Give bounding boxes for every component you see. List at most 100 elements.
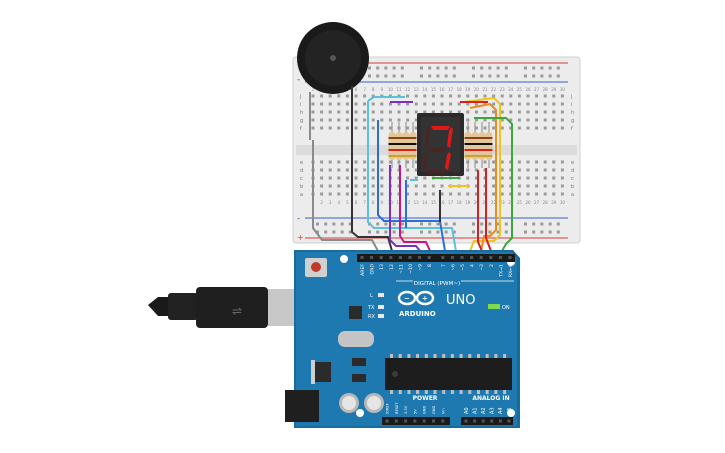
breadboard-hole[interactable] (500, 168, 504, 172)
breadboard-hole[interactable] (509, 168, 513, 172)
breadboard-hole[interactable] (354, 126, 358, 130)
rail-hole[interactable] (504, 74, 508, 78)
breadboard-hole[interactable] (414, 168, 418, 172)
breadboard-hole[interactable] (414, 192, 418, 196)
breadboard-hole[interactable] (492, 176, 496, 180)
breadboard-hole[interactable] (354, 118, 358, 122)
breadboard-hole[interactable] (509, 160, 513, 164)
breadboard-hole[interactable] (474, 110, 478, 114)
breadboard-hole[interactable] (431, 192, 435, 196)
breadboard-hole[interactable] (552, 102, 556, 106)
resistor[interactable] (471, 122, 479, 168)
breadboard-hole[interactable] (440, 184, 444, 188)
breadboard-hole[interactable] (328, 192, 332, 196)
rail-hole[interactable] (480, 222, 484, 226)
breadboard-hole[interactable] (371, 168, 375, 172)
rail-hole[interactable] (392, 74, 396, 78)
rail-hole[interactable] (548, 222, 552, 226)
breadboard-hole[interactable] (509, 126, 513, 130)
breadboard-hole[interactable] (380, 160, 384, 164)
breadboard-hole[interactable] (535, 168, 539, 172)
breadboard-hole[interactable] (500, 118, 504, 122)
breadboard-hole[interactable] (526, 160, 530, 164)
breadboard-hole[interactable] (363, 176, 367, 180)
header-pin[interactable] (418, 256, 422, 259)
breadboard-hole[interactable] (474, 102, 478, 106)
breadboard-hole[interactable] (500, 176, 504, 180)
wire-red-a[interactable] (485, 168, 492, 252)
breadboard-hole[interactable] (328, 94, 332, 98)
breadboard-hole[interactable] (535, 94, 539, 98)
header-pin[interactable] (441, 256, 445, 259)
rail-hole[interactable] (384, 230, 388, 234)
wire-red-b[interactable] (477, 170, 483, 252)
header-pin[interactable] (470, 256, 474, 259)
breadboard-hole[interactable] (337, 160, 341, 164)
breadboard-hole[interactable] (320, 126, 324, 130)
rail-hole[interactable] (480, 230, 484, 234)
breadboard-hole[interactable] (535, 110, 539, 114)
power-jack[interactable] (285, 390, 319, 422)
breadboard-hole[interactable] (337, 94, 341, 98)
breadboard-hole[interactable] (500, 110, 504, 114)
breadboard-hole[interactable] (517, 126, 521, 130)
rail-hole[interactable] (548, 230, 552, 234)
breadboard-hole[interactable] (423, 184, 427, 188)
breadboard-hole[interactable] (466, 110, 470, 114)
breadboard-hole[interactable] (552, 126, 556, 130)
breadboard-hole[interactable] (466, 94, 470, 98)
breadboard-hole[interactable] (371, 94, 375, 98)
breadboard-hole[interactable] (328, 160, 332, 164)
breadboard-hole[interactable] (509, 176, 513, 180)
rail-hole[interactable] (548, 66, 552, 70)
rail-hole[interactable] (376, 74, 380, 78)
breadboard-hole[interactable] (474, 168, 478, 172)
breadboard-hole[interactable] (483, 126, 487, 130)
breadboard-hole[interactable] (535, 160, 539, 164)
breadboard-hole[interactable] (509, 184, 513, 188)
breadboard-hole[interactable] (388, 102, 392, 106)
breadboard-hole[interactable] (517, 94, 521, 98)
header-pin[interactable] (385, 419, 389, 423)
breadboard-hole[interactable] (354, 160, 358, 164)
rail-hole[interactable] (496, 222, 500, 226)
breadboard-hole[interactable] (466, 102, 470, 106)
breadboard-hole[interactable] (483, 118, 487, 122)
rail-hole[interactable] (400, 222, 404, 226)
rail-hole[interactable] (428, 74, 432, 78)
rail-hole[interactable] (324, 222, 328, 226)
rail-hole[interactable] (428, 230, 432, 234)
header-pin[interactable] (498, 256, 502, 259)
wire-lightblue[interactable] (367, 101, 457, 252)
breadboard-hole[interactable] (345, 126, 349, 130)
breadboard-hole[interactable] (414, 102, 418, 106)
breadboard-hole[interactable] (535, 176, 539, 180)
breadboard-hole[interactable] (509, 102, 513, 106)
breadboard-hole[interactable] (509, 118, 513, 122)
header-pin[interactable] (508, 256, 512, 259)
rail-hole[interactable] (524, 66, 527, 70)
breadboard-hole[interactable] (500, 94, 504, 98)
header-pin[interactable] (422, 419, 426, 423)
rail-hole[interactable] (392, 66, 396, 70)
breadboard-hole[interactable] (354, 102, 358, 106)
rail-hole[interactable] (532, 222, 536, 226)
breadboard-hole[interactable] (320, 118, 324, 122)
breadboard-hole[interactable] (543, 184, 547, 188)
breadboard-hole[interactable] (526, 102, 530, 106)
breadboard-hole[interactable] (474, 176, 478, 180)
breadboard-hole[interactable] (560, 118, 564, 122)
breadboard-hole[interactable] (526, 192, 530, 196)
breadboard-hole[interactable] (526, 168, 530, 172)
breadboard-hole[interactable] (517, 168, 521, 172)
rail-hole[interactable] (556, 230, 560, 234)
rail-hole[interactable] (452, 74, 456, 78)
breadboard-hole[interactable] (431, 94, 435, 98)
breadboard-hole[interactable] (474, 126, 478, 130)
header-pin[interactable] (427, 256, 431, 259)
rail-hole[interactable] (540, 66, 544, 70)
rail-hole[interactable] (376, 230, 380, 234)
rail-hole[interactable] (472, 66, 475, 70)
breadboard-hole[interactable] (363, 110, 367, 114)
rail-hole[interactable] (400, 66, 404, 70)
